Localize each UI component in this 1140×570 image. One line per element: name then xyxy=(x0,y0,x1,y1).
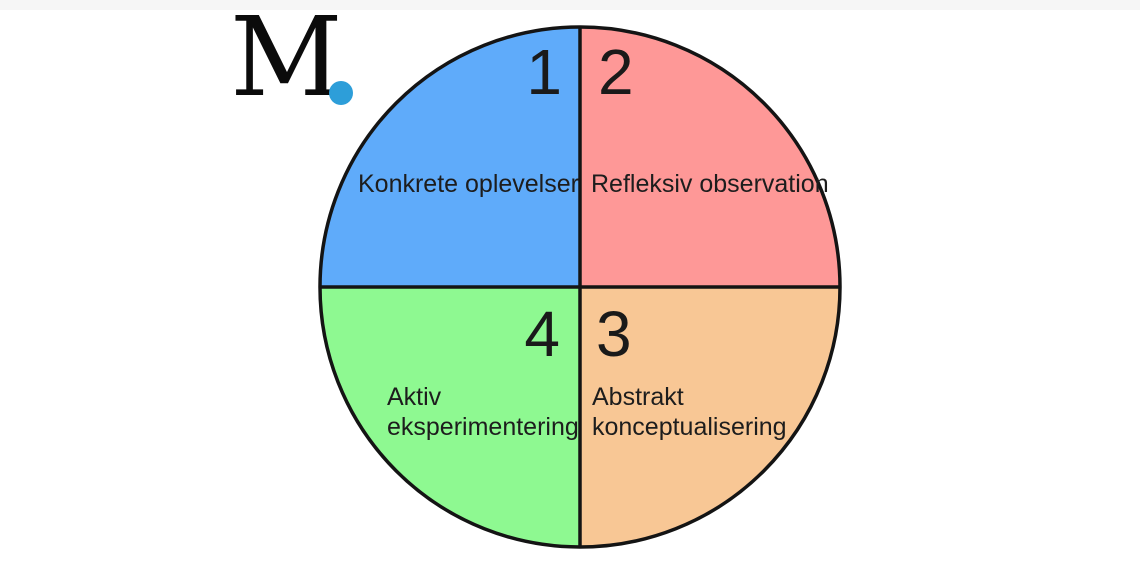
quadrant-number-4: 4 xyxy=(524,298,560,370)
page-top-band xyxy=(0,0,1140,10)
label-line: Konkrete oplevelser xyxy=(358,170,579,198)
quadrant-top-left xyxy=(320,27,580,287)
label-line: Abstrakt xyxy=(592,383,684,411)
logo-letter: M xyxy=(230,0,343,121)
quadrant-label-konkrete-oplevelser: Konkrete oplevelser xyxy=(358,169,579,199)
circle-outline xyxy=(318,25,842,549)
label-line: Refleksiv observation xyxy=(591,170,829,198)
quadrant-bottom-left xyxy=(320,287,580,547)
logo-dot-icon xyxy=(329,81,353,105)
quadrant-label-aktiv-eksperimentering: Aktiv eksperimentering xyxy=(387,382,579,442)
quadrant-bottom-right xyxy=(580,287,840,547)
label-line: Aktiv xyxy=(387,383,442,411)
quadrant-label-abstrakt-konceptualisering: Abstrakt konceptualisering xyxy=(592,382,787,442)
quadrant-number-2: 2 xyxy=(598,36,634,108)
quadrant-number-3: 3 xyxy=(596,298,632,370)
logo: M xyxy=(230,0,380,130)
quadrant-label-refleksiv-observation: Refleksiv observation xyxy=(591,169,829,199)
quadrant-top-right xyxy=(580,27,840,287)
label-line: konceptualisering xyxy=(592,413,787,441)
quadrant-number-1: 1 xyxy=(526,36,562,108)
label-line: eksperimentering xyxy=(387,413,579,441)
